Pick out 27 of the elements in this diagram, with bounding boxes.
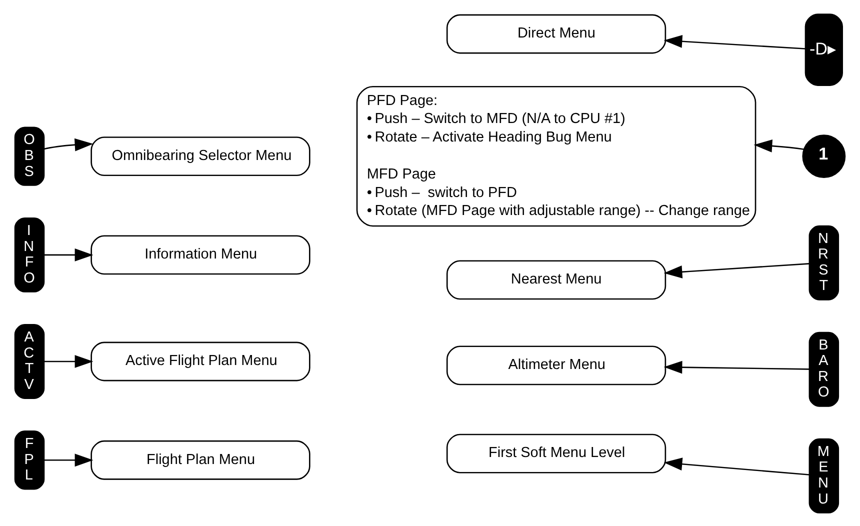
arrow — [44, 248, 94, 261]
node-box: Flight Plan Menu — [90, 440, 310, 480]
arrow — [664, 262, 810, 278]
node-box: ACTV — [14, 324, 45, 398]
node-box: PFD Page: • Push – Switch to MFD (N/A to CPU #1) • Rotate – Activate Heading Bug Menu MFD Page • Push – switch to PFD • Rotate (MFD Page with adjustable range) -- Change range — [356, 85, 756, 226]
node-box: Direct Menu — [446, 14, 666, 54]
node-box: Active Flight Plan Menu — [90, 341, 310, 381]
node-box: NRST — [808, 224, 840, 300]
node-box: -D▸ — [804, 13, 843, 86]
node-box: INFO — [14, 216, 45, 292]
arrow — [44, 354, 94, 368]
node-box: Information Menu — [90, 234, 310, 274]
arrow — [44, 453, 94, 466]
node-circle: 1 — [802, 134, 846, 178]
node-box: FPL — [14, 430, 45, 490]
arrow — [664, 360, 810, 374]
arrow — [664, 457, 810, 475]
node-box: OBS — [14, 126, 45, 186]
node-box: Omnibearing Selector Menu — [90, 136, 310, 176]
node-box: BARO — [808, 331, 840, 406]
node-box: Altimeter Menu — [446, 345, 666, 385]
arrow — [44, 138, 94, 151]
arrow — [664, 34, 806, 49]
node-box: MENU — [808, 438, 840, 513]
node-box: First Soft Menu Level — [446, 433, 666, 473]
node-box: Nearest Menu — [446, 260, 666, 300]
arrow — [754, 139, 804, 152]
